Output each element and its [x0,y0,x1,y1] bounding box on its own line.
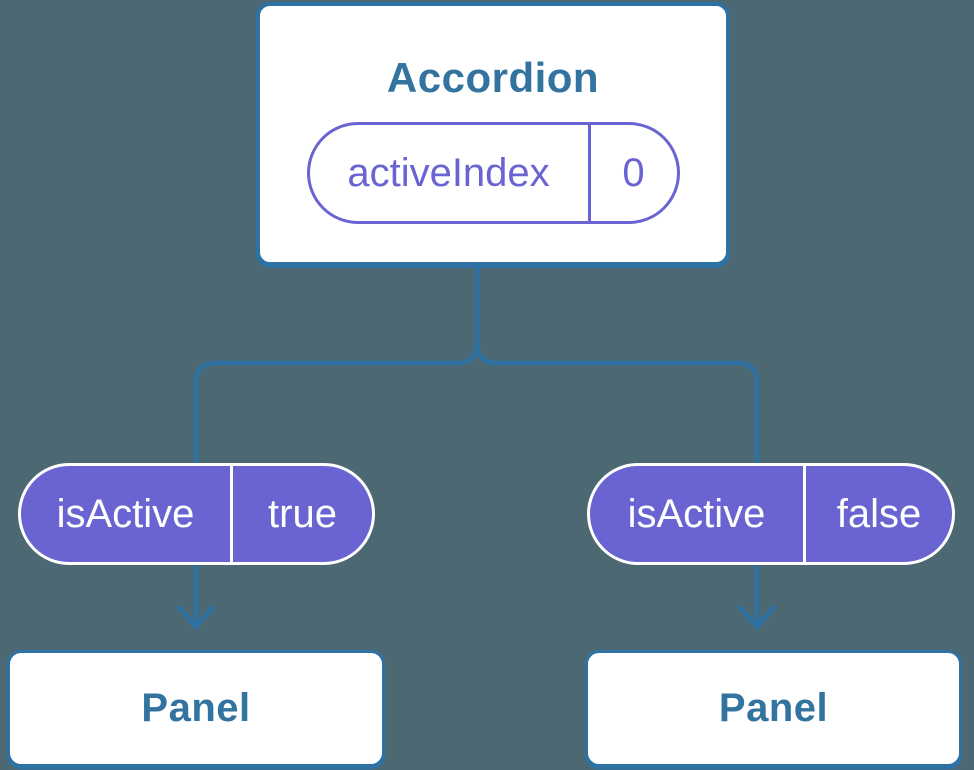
pill-divider [230,466,233,562]
connector-left-branch [193,262,480,624]
accordion-title: Accordion [386,54,600,101]
arrow-down-icon [737,604,777,631]
prop-pill-isactive-true: isActive true [18,463,375,565]
prop-pill-name: isActive [627,492,766,536]
panel-title: Panel [141,686,251,730]
panel-card-right: Panel [585,650,962,767]
state-pill-value: 0 [622,151,645,195]
state-pill-activeindex: activeIndex 0 [306,122,680,224]
prop-pill-value: false [836,492,922,536]
pill-divider [803,466,806,562]
connector-right-branch [474,262,760,624]
state-pill-name: activeIndex [347,151,550,195]
arrow-down-icon [176,604,216,631]
pill-divider [587,125,591,221]
prop-pill-name: isActive [56,492,195,536]
prop-pill-value: true [268,492,337,536]
prop-pill-isactive-false: isActive false [587,463,955,565]
panel-card-left: Panel [7,650,385,767]
panel-title: Panel [718,686,829,730]
accordion-card: Accordion activeIndex 0 [256,2,730,266]
